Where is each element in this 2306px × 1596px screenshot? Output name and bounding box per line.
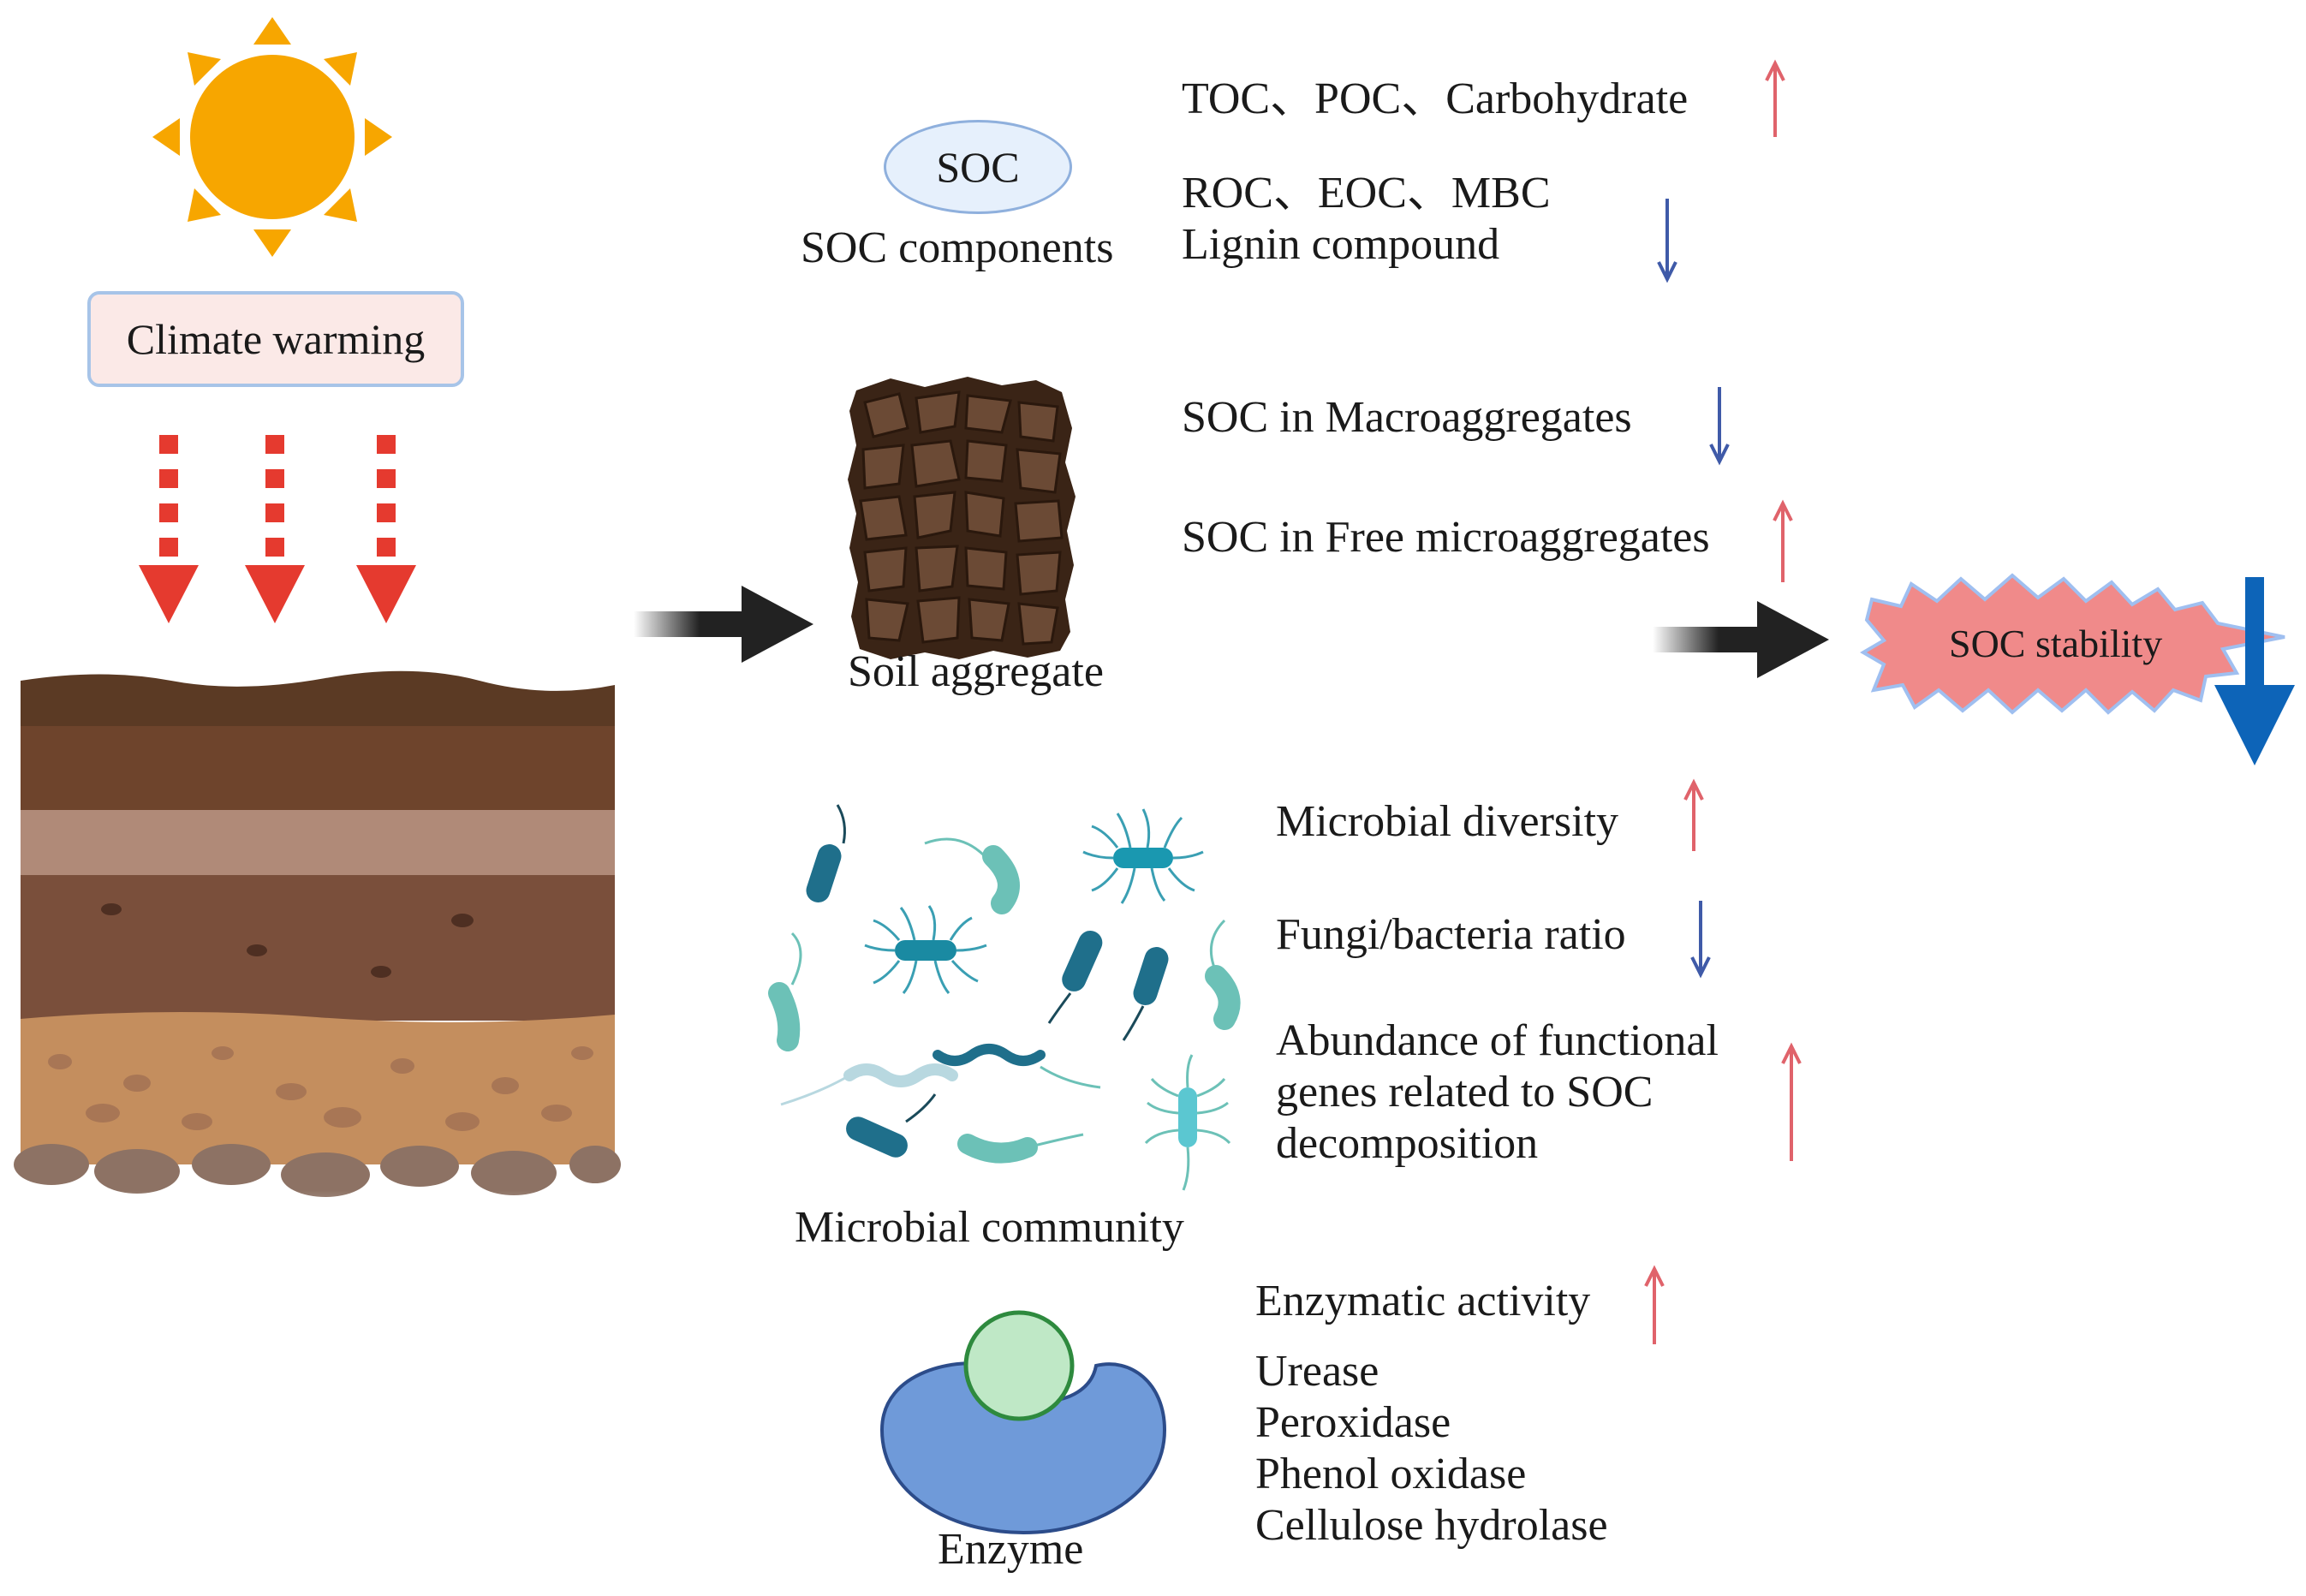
microbial-diversity-text: Microbial diversity	[1276, 797, 1619, 846]
soc-stability-label: SOC stability	[1949, 622, 2163, 665]
warming-arrow-icon	[356, 435, 416, 623]
curved-bacterium-icon	[924, 837, 1020, 914]
curved-bacterium-icon	[1205, 919, 1241, 1030]
flow-arrow-icon	[634, 586, 813, 663]
increase-arrow-icon	[1683, 778, 1704, 851]
curved-bacterium-icon	[768, 932, 802, 1051]
sun-icon	[152, 17, 392, 257]
increase-arrow-icon	[1781, 1042, 1802, 1161]
rod-bacterium-icon	[806, 804, 846, 902]
flagellated-bacterium-icon	[1082, 808, 1204, 904]
functional-genes-text-3: decomposition	[1276, 1119, 1539, 1168]
warming-arrow-icon	[245, 435, 305, 623]
flow-arrow-icon	[1653, 601, 1829, 678]
enzyme-item-peroxidase: Peroxidase	[1255, 1398, 1451, 1447]
rod-bacterium-icon	[1047, 930, 1103, 1024]
flagellated-bacterium-icon	[1144, 1054, 1231, 1191]
soc-components-caption: SOC components	[801, 223, 1114, 272]
increase-arrow-icon	[1773, 499, 1793, 582]
enzyme-item-cellulose-hydrolase: Cellulose hydrolase	[1255, 1501, 1608, 1550]
spirillum-icon	[780, 1063, 958, 1106]
soil-profile-illustration	[14, 670, 621, 1267]
enzyme-caption: Enzyme	[938, 1525, 1084, 1574]
soc-decrease-text-1: ROC、EOC、MBC	[1182, 169, 1551, 217]
microbial-community-caption: Microbial community	[795, 1203, 1184, 1252]
decrease-arrow-icon	[1690, 901, 1711, 979]
fungi-bacteria-ratio-text: Fungi/bacteria ratio	[1276, 910, 1626, 959]
increase-arrow-icon	[1765, 59, 1785, 137]
increase-arrow-icon	[1644, 1265, 1665, 1344]
enzyme-item-urease: Urease	[1255, 1347, 1379, 1396]
stability-decrease-arrow-icon	[2214, 577, 2295, 765]
soc-badge: SOC	[884, 120, 1072, 214]
climate-warming-label: Climate warming	[126, 315, 426, 363]
soc-increase-text: TOC、POC、Carbohydrate	[1182, 74, 1689, 123]
flagellated-bacterium-icon	[864, 905, 987, 994]
rod-bacterium-icon	[846, 1093, 937, 1158]
enzymatic-activity-text: Enzymatic activity	[1255, 1277, 1591, 1325]
climate-warming-box: Climate warming	[87, 291, 464, 387]
enzyme-item-phenol-oxidase: Phenol oxidase	[1255, 1450, 1527, 1498]
soil-aggregate-icon	[848, 377, 1076, 659]
soil-aggregate-caption: Soil aggregate	[848, 647, 1104, 696]
microbes-illustration	[768, 804, 1241, 1191]
spirillum-icon	[933, 1044, 1101, 1089]
warming-arrow-icon	[139, 435, 199, 623]
rod-bacterium-icon	[1122, 947, 1169, 1041]
warming-arrows	[139, 435, 416, 623]
soc-stability-burst	[1860, 573, 2285, 715]
functional-genes-text-2: genes related to SOC	[1276, 1068, 1654, 1117]
curved-bacterium-icon	[957, 1133, 1084, 1164]
decrease-arrow-icon	[1709, 387, 1730, 466]
decrease-arrow-icon	[1657, 199, 1677, 283]
macroaggregate-text: SOC in Macroaggregates	[1182, 393, 1632, 442]
soc-decrease-text-2: Lignin compound	[1182, 220, 1500, 269]
microaggregate-text: SOC in Free microaggregates	[1182, 513, 1710, 562]
soc-badge-label: SOC	[936, 143, 1020, 191]
enzyme-icon	[879, 1310, 1167, 1535]
functional-genes-text-1: Abundance of functional	[1276, 1016, 1719, 1065]
